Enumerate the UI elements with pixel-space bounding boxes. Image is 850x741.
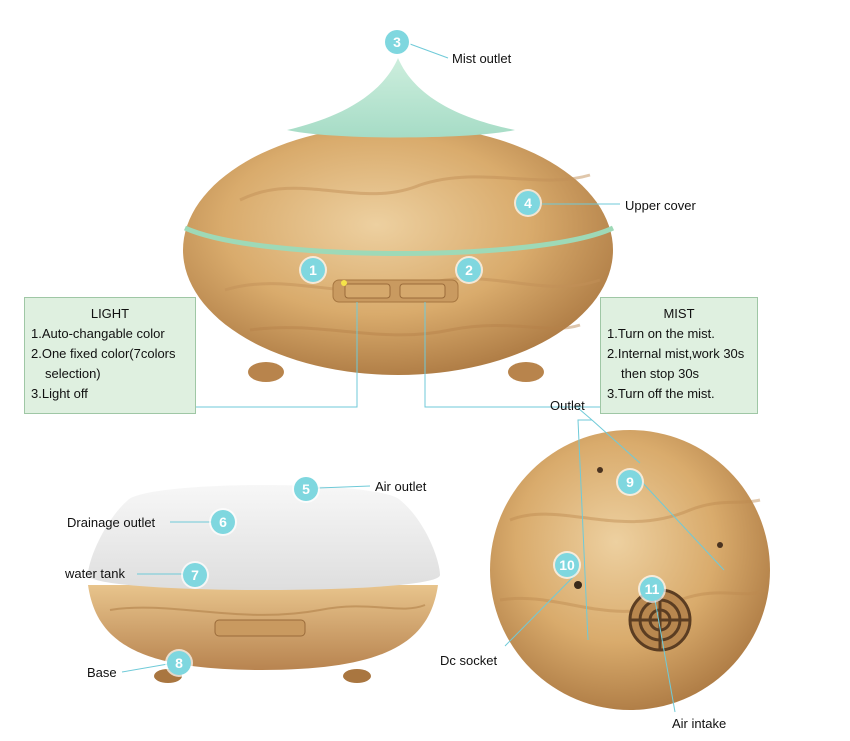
label-base: Base: [87, 665, 117, 680]
right-diffuser: [490, 430, 770, 710]
callout-line: [196, 302, 358, 408]
callout-badge-6: 6: [211, 510, 235, 534]
callout-lines: [121, 43, 725, 713]
callout-badge-1: 1: [301, 258, 325, 282]
foot: [343, 669, 371, 683]
wood-grain: [109, 604, 426, 616]
left-diffuser: [88, 485, 440, 683]
light-ring: [183, 225, 615, 256]
callout-badge-10: 10: [555, 553, 579, 577]
callout-badge-4: 4: [516, 191, 540, 215]
wood-grain: [249, 323, 581, 337]
light-panel-title: LIGHT: [90, 306, 130, 321]
label-upper-cover: Upper cover: [625, 198, 696, 213]
wood-grain: [239, 173, 591, 202]
mist-button: [399, 283, 446, 299]
callout-line: [504, 571, 579, 647]
light-info-panel: LIGHT 1.Auto-changable color 2.One fixed…: [24, 297, 196, 414]
outlet-hole: [597, 467, 603, 473]
callout-badge-3: 3: [385, 30, 409, 54]
label-drainage-outlet: Drainage outlet: [67, 515, 156, 530]
mist-panel-line: 3.Turn off the mist.: [607, 386, 715, 401]
callout-line: [577, 407, 593, 421]
label-mist-outlet: Mist outlet: [452, 51, 512, 66]
label-air-intake: Air intake: [672, 716, 727, 731]
label-dc-socket: Dc socket: [440, 653, 498, 668]
callout-line: [317, 485, 371, 489]
base-control-panel: [214, 619, 306, 637]
callout-line: [654, 599, 676, 713]
dc-socket-hole: [574, 581, 582, 589]
callout-badge-2: 2: [457, 258, 481, 282]
callout-badge-8: 8: [167, 651, 191, 675]
water-tank: [88, 485, 440, 590]
diffuser-body: [183, 125, 613, 375]
foot: [248, 362, 284, 382]
callout-badge-5: 5: [294, 477, 318, 501]
wood-grain: [509, 498, 761, 524]
label-outlet: Outlet: [550, 398, 585, 413]
mist-panel-line: then stop 30s: [621, 366, 700, 381]
label-water-tank: water tank: [65, 566, 125, 581]
light-panel-line: 1.Auto-changable color: [31, 326, 165, 341]
mist-panel-line: 1.Turn on the mist.: [607, 326, 715, 341]
light-panel-line: 2.One fixed color(7colors: [31, 346, 176, 361]
callout-line: [591, 419, 641, 464]
callout-line: [577, 419, 592, 641]
light-panel-line: 3.Light off: [31, 386, 88, 401]
diffuser-cap: [287, 58, 515, 138]
light-panel-line: selection): [45, 366, 101, 381]
callout-badge-7: 7: [183, 563, 207, 587]
mist-panel-title: MIST: [663, 306, 695, 321]
indicator-led: [341, 280, 347, 286]
mist-panel-line: 2.Internal mist,work 30s: [607, 346, 745, 361]
foot: [508, 362, 544, 382]
callout-line: [639, 479, 725, 571]
callout-badge-11: 11: [640, 577, 664, 601]
mist-info-panel: MIST 1.Turn on the mist. 2.Internal mist…: [600, 297, 758, 414]
callout-line: [409, 43, 449, 59]
top-diffuser: [183, 58, 615, 382]
callout-line: [424, 302, 602, 408]
callout-badge-9: 9: [618, 470, 642, 494]
light-button: [344, 283, 391, 299]
label-air-outlet: Air outlet: [375, 479, 427, 494]
underside-body: [490, 430, 770, 710]
outlet-hole: [717, 542, 723, 548]
callout-line: [121, 663, 169, 673]
